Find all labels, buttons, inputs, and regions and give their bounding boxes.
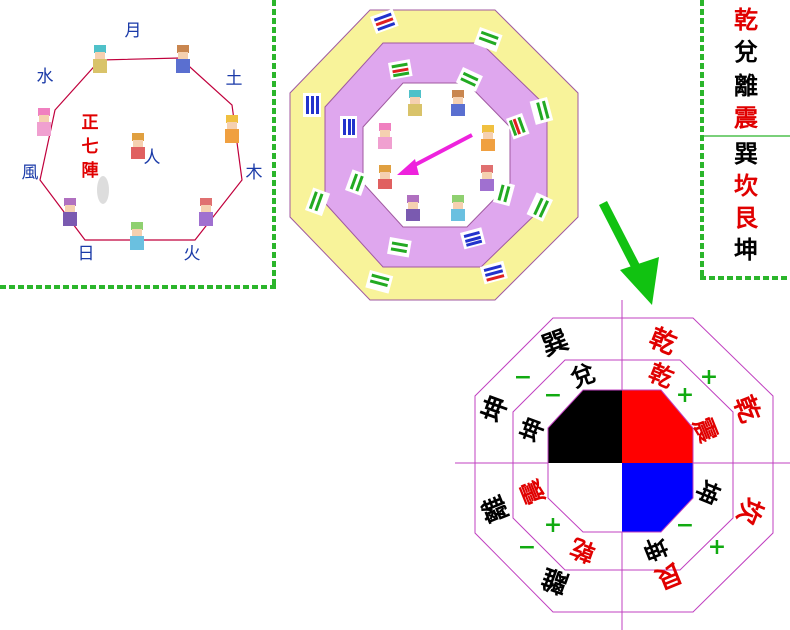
polarity-sign: − xyxy=(518,534,536,560)
outer-trigram-label: 巽 xyxy=(538,325,573,362)
character-sprite xyxy=(481,125,495,151)
formation-char: 陣 xyxy=(82,160,99,181)
character-sprite xyxy=(63,198,77,226)
outer-trigram-label: 離 xyxy=(538,562,573,600)
label-earth: 土 xyxy=(226,69,243,89)
polarity-sign: + xyxy=(676,382,694,408)
label-wood: 木 xyxy=(246,163,263,183)
character-sprite-center xyxy=(378,165,392,189)
shadow-smudge xyxy=(97,176,109,204)
trigram-name: 離 xyxy=(734,71,758,100)
outer-trigram-label: 離 xyxy=(476,491,514,527)
formation-char: 七 xyxy=(82,137,99,157)
inner-trigram-label: 兌 xyxy=(567,358,599,393)
polarity-sign: − xyxy=(544,382,562,408)
label-water: 水 xyxy=(37,67,54,87)
label-wind: 風 xyxy=(22,163,39,183)
inner-trigram-label: 乾 xyxy=(567,533,599,568)
polarity-sign: − xyxy=(514,364,532,390)
character-sprite xyxy=(480,165,494,191)
character-sprite xyxy=(406,195,420,221)
trigram-name: 兌 xyxy=(734,37,758,66)
trigram-name: 震 xyxy=(734,103,759,132)
inner-trigram-label: 坤 xyxy=(690,476,726,509)
bagua-octagon-diagram: 巽乾乾坎艮離離坤 兌乾震坤坤乾震坤 −+++−+−− xyxy=(455,300,790,630)
trigram-tile xyxy=(340,116,357,138)
inner-trigram-label: 震 xyxy=(514,475,550,509)
character-sprite xyxy=(408,90,422,116)
character-sprite xyxy=(130,222,144,250)
label-fire: 火 xyxy=(184,244,201,264)
trigram-name: 坤 xyxy=(734,235,758,264)
trigram-name: 坎 xyxy=(734,171,758,200)
polarity-sign: + xyxy=(708,534,726,560)
trigram-tile xyxy=(303,93,321,117)
outer-trigram-label: 坎 xyxy=(730,493,768,528)
seven-star-formation-panel: 月 土 木 火 日 風 水 人 正 七 陣 xyxy=(0,0,280,292)
inner-trigram-label: 乾 xyxy=(645,358,678,394)
character-sprite xyxy=(176,45,190,73)
label-sun: 日 xyxy=(78,244,95,264)
outer-trigram-label: 乾 xyxy=(645,323,680,361)
formation-char: 正 xyxy=(82,113,99,133)
character-sprite xyxy=(199,198,213,226)
character-sprite xyxy=(378,123,392,149)
label-center: 人 xyxy=(144,148,161,168)
bagua-ring-diagram xyxy=(285,5,585,305)
character-sprite xyxy=(37,108,51,136)
transition-arrow-head xyxy=(620,257,659,305)
trigram-name: 乾 xyxy=(734,5,758,34)
character-sprite xyxy=(451,195,465,221)
character-sprite xyxy=(93,45,107,73)
polarity-sign: + xyxy=(700,364,718,390)
transition-arrow xyxy=(595,195,665,310)
polarity-sign: + xyxy=(544,512,562,538)
transition-arrow-shaft xyxy=(603,203,640,275)
polarity-sign: − xyxy=(676,512,694,538)
character-sprite xyxy=(451,90,465,116)
label-moon: 月 xyxy=(125,21,142,41)
outer-trigram-label: 坤 xyxy=(477,392,514,427)
trigram-name: 艮 xyxy=(734,203,759,232)
character-sprite xyxy=(225,115,239,143)
trigram-name: 巽 xyxy=(734,139,758,168)
inner-trigram-label: 坤 xyxy=(515,414,550,446)
